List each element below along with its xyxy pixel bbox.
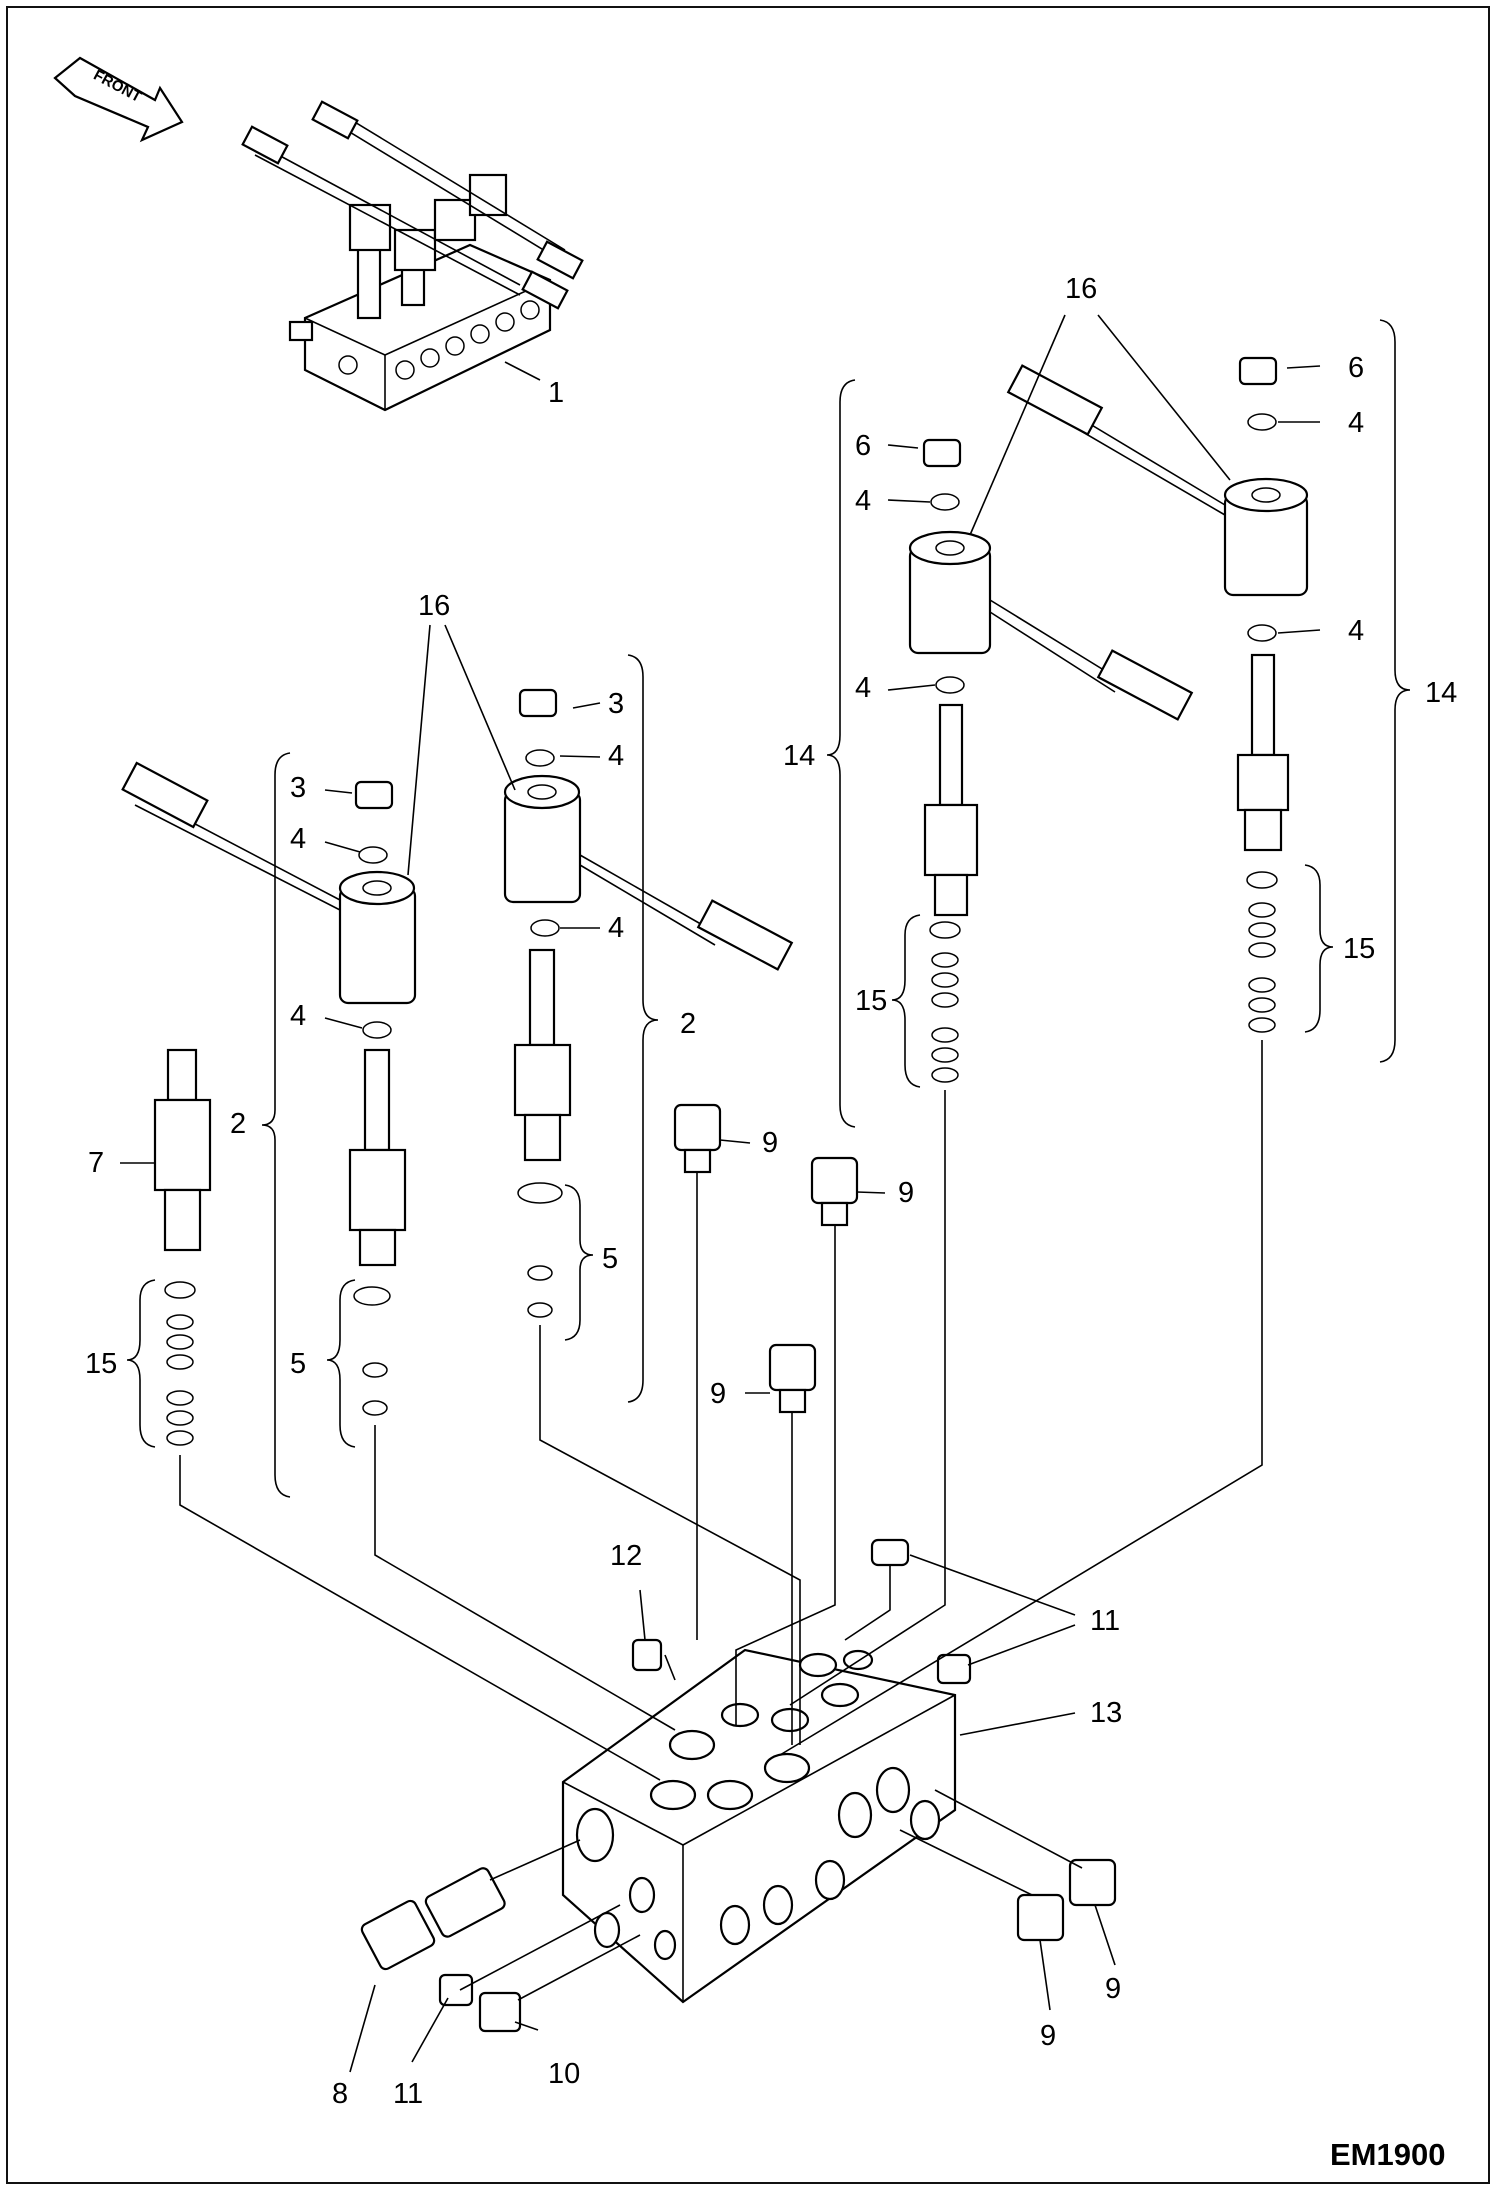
callout-11-bottom: 11 — [393, 2078, 423, 2110]
callout-15-right: 15 — [1343, 933, 1375, 965]
callout-4-h: 4 — [1348, 615, 1364, 647]
drawing-code: EM1900 — [1330, 2137, 1445, 2172]
leader-1 — [504, 361, 541, 381]
valve-body-block — [561, 1648, 957, 2004]
callout-4-a: 4 — [290, 823, 306, 855]
plugs-and-fittings — [360, 1103, 1117, 2033]
callout-10: 10 — [548, 2058, 580, 2090]
callout-4-f: 4 — [855, 672, 871, 704]
assembly-lines — [179, 1040, 1263, 2001]
callout-5-left: 5 — [290, 1348, 306, 1380]
callout-12: 12 — [610, 1540, 642, 1572]
callout-9-b: 9 — [898, 1177, 914, 1209]
solenoid-coil-right-2 — [1006, 364, 1309, 597]
callout-1: 1 — [548, 377, 564, 409]
callout-5-center: 5 — [602, 1243, 618, 1275]
callout-16-left: 16 — [418, 590, 450, 622]
callout-14-left: 14 — [783, 740, 815, 772]
seal-kits — [164, 871, 1278, 1446]
front-direction-arrow: FRONT — [53, 56, 184, 143]
callout-11-right: 11 — [1090, 1605, 1120, 1637]
callout-9-a: 9 — [762, 1127, 778, 1159]
solenoid-coil-right-1 — [908, 530, 1194, 721]
o-rings — [358, 413, 1277, 1039]
callout-labels: 1 2 2 3 3 4 4 4 4 4 4 4 4 5 5 6 6 7 8 9 … — [85, 273, 1457, 2110]
callout-4-d: 4 — [608, 912, 624, 944]
callout-16-right: 16 — [1065, 273, 1097, 305]
assembled-valve-overview — [241, 100, 584, 412]
valve-cartridges — [153, 653, 1290, 1267]
callout-15-center: 15 — [855, 985, 887, 1017]
nut-parts — [354, 356, 1278, 810]
callout-15-left: 15 — [85, 1348, 117, 1380]
callout-4-g: 4 — [1348, 407, 1364, 439]
callout-leaders — [120, 314, 1321, 2073]
callout-9-e: 9 — [1105, 1973, 1121, 2005]
callout-6-left: 6 — [855, 430, 871, 462]
callout-9-c: 9 — [710, 1378, 726, 1410]
solenoid-coil-left — [121, 761, 417, 1005]
callout-9-d: 9 — [1040, 2020, 1056, 2052]
callout-6-right: 6 — [1348, 352, 1364, 384]
callout-14-right: 14 — [1425, 677, 1457, 709]
callout-4-e: 4 — [855, 485, 871, 517]
braces — [126, 319, 1411, 1498]
callout-2-left: 2 — [230, 1108, 246, 1140]
callout-13: 13 — [1090, 1697, 1122, 1729]
callout-3-left: 3 — [290, 772, 306, 804]
callout-4-c: 4 — [608, 740, 624, 772]
callout-4-b: 4 — [290, 1000, 306, 1032]
solenoid-coil-center — [503, 774, 794, 971]
callout-3-center: 3 — [608, 688, 624, 720]
callout-2-center: 2 — [680, 1008, 696, 1040]
callout-7: 7 — [88, 1147, 104, 1179]
callout-8: 8 — [332, 2078, 348, 2110]
drawing-frame — [6, 6, 1490, 2184]
